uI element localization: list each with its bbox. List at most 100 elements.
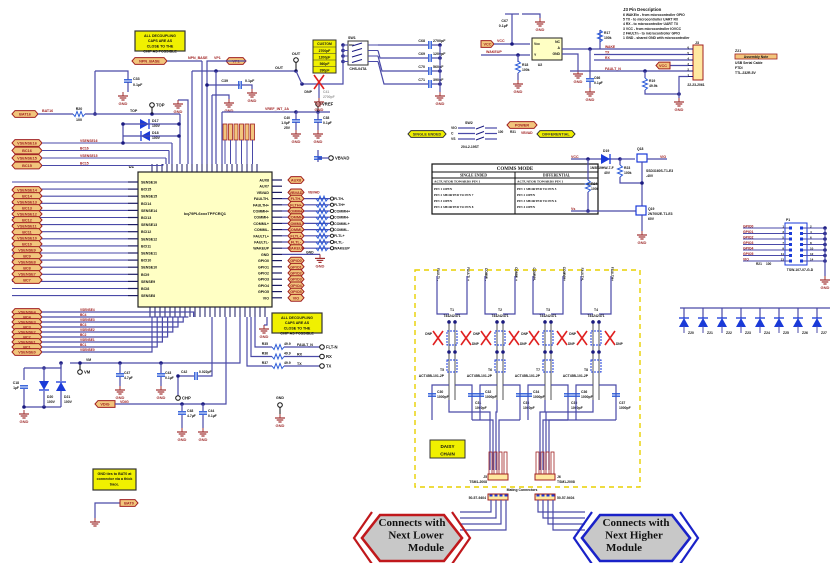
test-point-label: CHP [182, 396, 191, 401]
ic-pin-name: AUX7 [259, 185, 269, 189]
header-pin [789, 237, 792, 241]
net-flag-label: BC1 [23, 346, 31, 350]
wire [42, 317, 153, 353]
junction-dot [121, 141, 125, 145]
wire [503, 276, 516, 315]
value: 60V [648, 217, 655, 221]
pin [541, 494, 545, 497]
value: 25V [284, 126, 291, 130]
assembly-note-line: TTL-232R-5V [735, 71, 756, 75]
resistor-icon [596, 29, 604, 43]
net-name: COMML+ [514, 267, 518, 281]
junction-dot [453, 350, 457, 354]
design-note-text: CHIP AS POSSIBLE [280, 332, 314, 336]
net-flag-label: COMML+ [288, 222, 305, 226]
ground-label: GND [199, 437, 208, 442]
ground-label: GND [116, 395, 125, 400]
ref: C37 [619, 401, 625, 405]
header-pin [800, 259, 803, 263]
connects-higher-module-text: Connects with [603, 517, 670, 529]
ref: J3 [695, 41, 699, 45]
ground-label: GND [292, 139, 301, 144]
pmos-q18-icon [636, 153, 648, 163]
ic-pin-name: BCI13 [141, 216, 151, 220]
mate-connector-body [534, 493, 556, 501]
net-flag-label: DIFFERENTIAL [542, 133, 570, 137]
net-flag-label: BC4 [23, 316, 31, 320]
ref: C18 [13, 381, 19, 385]
wire [522, 13, 541, 18]
wire [295, 70, 303, 85]
wire [484, 276, 497, 315]
diode-icon [812, 318, 822, 327]
ground-label: GND [574, 79, 583, 84]
pin-number: 6 [810, 236, 812, 240]
ref: SW2 [465, 121, 473, 125]
value: 1000pF [571, 406, 583, 410]
ref: P1 [786, 218, 790, 222]
net-flag-label: VSENSE4 [18, 311, 36, 315]
resistor-icon [250, 123, 255, 141]
net-name: VSENSE1 [80, 338, 95, 342]
ref: C36 [581, 390, 587, 394]
connects-higher-module-chevron [679, 511, 700, 563]
pin-number: 7 [782, 241, 784, 245]
value: 49.9 [284, 361, 291, 365]
net-name: Vs [571, 207, 575, 211]
value: 0.022µF [199, 370, 212, 374]
ic-pin-name: GPIO2 [258, 272, 269, 276]
connector-pin-icon [503, 451, 508, 475]
ic-pin-name: VBVAD [257, 191, 270, 195]
choke-icon [494, 359, 506, 373]
ic-pin-name: GPIO0 [258, 259, 269, 263]
net-name: COMMH+ [562, 267, 566, 281]
ground-label: GND [821, 285, 830, 290]
dnp-label: DNP [304, 90, 312, 94]
part: 744242471 [588, 314, 605, 318]
net-flag-label: FLTL- [291, 241, 302, 245]
ref: T1 [450, 308, 454, 312]
table-cell: PIN 3 SHORTED TO PIN 6 [517, 199, 557, 203]
pin-number: 4 [687, 56, 689, 60]
diode-icon [793, 318, 803, 327]
ic-pin-name: SENSE14 [141, 209, 157, 213]
comm-testpoint-label: FLTL+ [334, 234, 345, 238]
ic-pin-name: VIO [263, 296, 269, 300]
resistor-icon [315, 219, 329, 228]
wire [644, 90, 679, 95]
net-flag-label: BAT16 [19, 113, 31, 117]
ground-label: GND [586, 97, 595, 102]
dnp-cross-icon [508, 330, 520, 346]
diode-icon [679, 318, 689, 327]
daisy-chain-region [414, 269, 641, 488]
wire [42, 317, 184, 323]
test-point-icon [277, 402, 283, 408]
dnp-cross-icon [313, 74, 325, 90]
ground-label: GND [20, 419, 29, 424]
ic-pin-name: BCI11 [141, 244, 151, 248]
net-flag-label: BC7 [23, 279, 31, 283]
ref: Z27 [821, 331, 827, 335]
net-flag-label: WAKEUP [288, 247, 305, 251]
resistor-icon [584, 179, 592, 193]
pin: Y [534, 53, 537, 57]
wire [246, 317, 272, 367]
wire [42, 317, 179, 328]
ref: R36 [262, 352, 268, 356]
ground-label: GND [436, 101, 445, 106]
ground-label: GND [316, 263, 325, 268]
net-flag-label: GPIO1 [290, 265, 302, 269]
junction-dot [205, 83, 209, 87]
comm-testpoint-label: FLTH+ [334, 203, 345, 207]
header-pin [800, 243, 803, 246]
dnp-label: DNP [473, 332, 481, 336]
resistor-icon [315, 244, 329, 253]
junction-dot [121, 122, 125, 126]
gnd-testpoint-label: GND [276, 396, 284, 400]
value: 49.9k [649, 84, 658, 88]
net-flag-label: VSENSE15 [17, 157, 37, 161]
value: 1000pF [619, 406, 631, 410]
resistor-icon [315, 238, 329, 246]
test-point-label: TOP [156, 103, 165, 108]
table-header: SINGLE ENDED [460, 174, 487, 178]
